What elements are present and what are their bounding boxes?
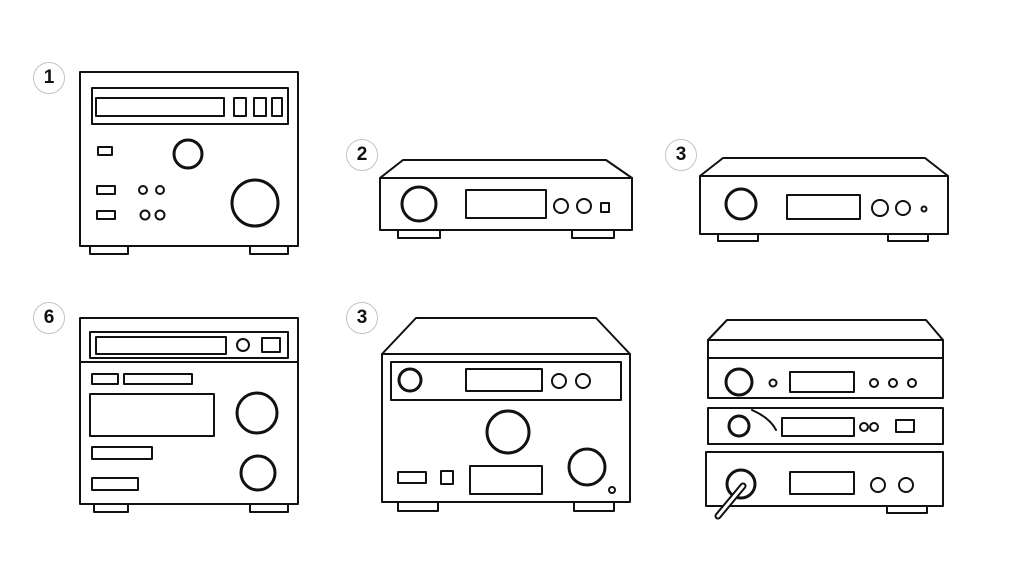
device-3b-receiver <box>382 318 630 511</box>
display-panel <box>96 337 226 354</box>
step-badge-1: 1 <box>33 62 65 94</box>
knob <box>487 411 529 453</box>
step-badge-3a: 3 <box>665 139 697 171</box>
display-panel <box>790 472 854 494</box>
display-panel <box>466 369 542 391</box>
volume-knob <box>569 449 605 485</box>
knob <box>237 393 277 433</box>
display-panel <box>466 190 546 218</box>
knob <box>726 369 752 395</box>
knob <box>726 189 756 219</box>
device-6-unit <box>80 318 298 512</box>
device-3a-amplifier <box>700 158 948 241</box>
volume-knob <box>402 187 436 221</box>
display-panel <box>787 195 860 219</box>
knob <box>399 369 421 391</box>
step-badge-2: 2 <box>346 139 378 171</box>
device-1-receiver <box>80 72 298 254</box>
display-panel <box>790 372 854 392</box>
display-panel <box>96 98 224 116</box>
knob <box>729 416 749 436</box>
knob <box>174 140 202 168</box>
knob <box>241 456 275 490</box>
volume-knob <box>232 180 278 226</box>
display-panel <box>782 418 854 436</box>
step-badge-3b: 3 <box>346 302 378 334</box>
cable-jack <box>727 470 755 498</box>
device-stack <box>706 320 943 516</box>
device-2-amplifier <box>380 160 632 238</box>
step-badge-6: 6 <box>33 302 65 334</box>
